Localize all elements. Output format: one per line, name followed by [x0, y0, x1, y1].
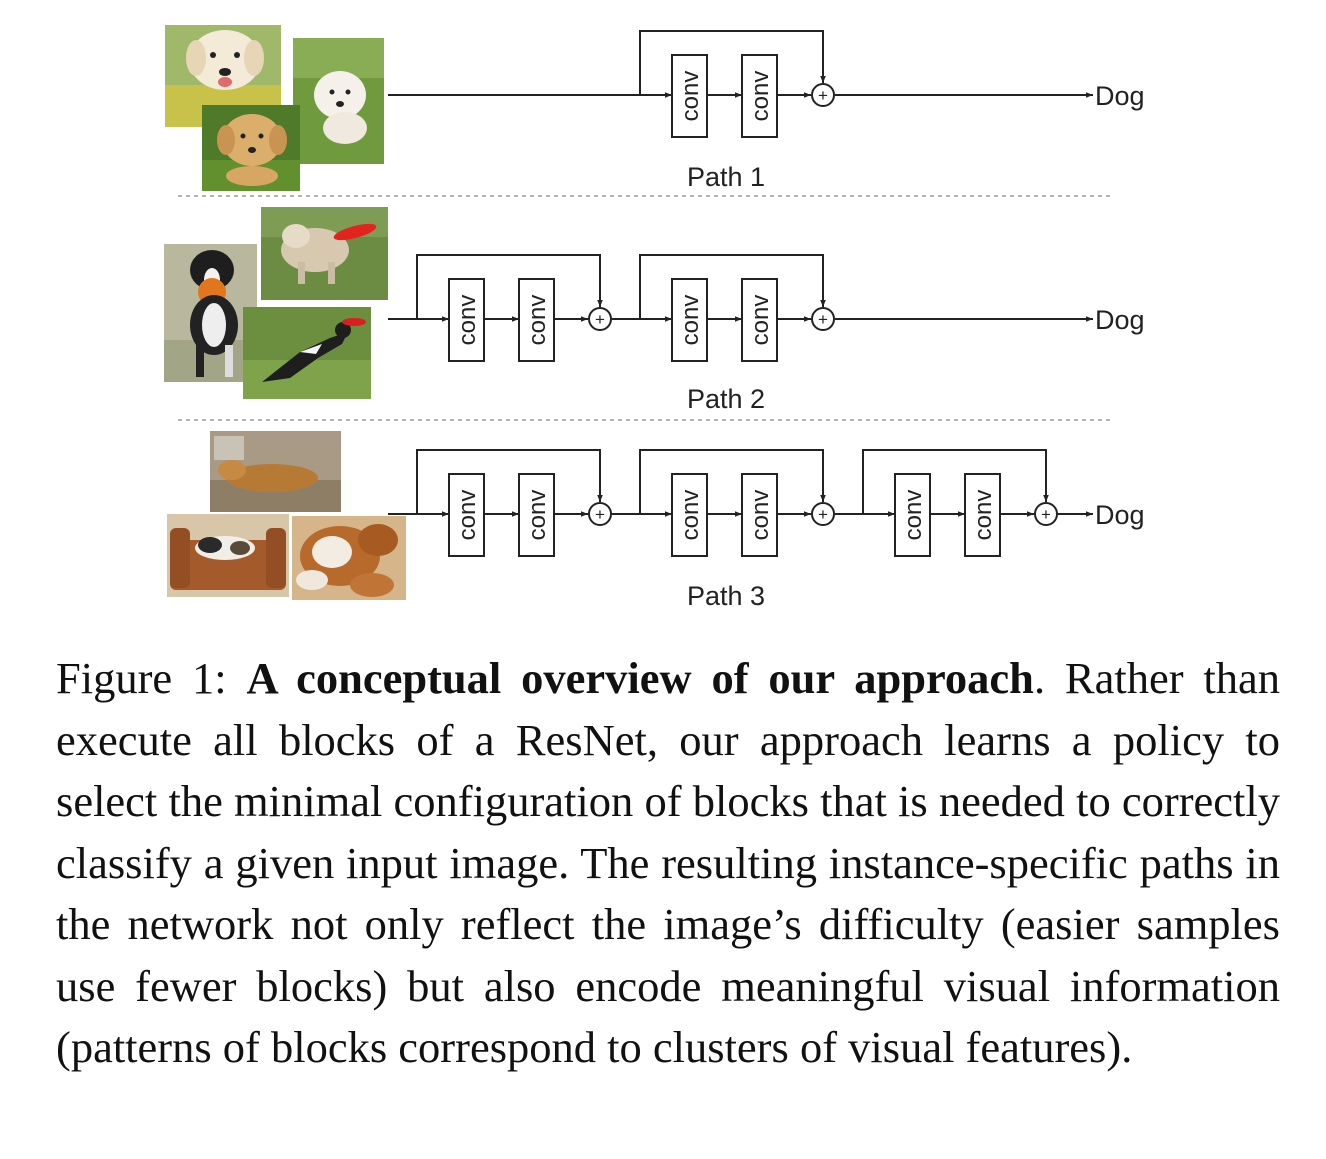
add-symbol: + — [595, 505, 605, 524]
dog-photo — [210, 431, 341, 512]
conv-block: conv — [894, 473, 931, 557]
output-label: Dog — [1095, 81, 1145, 111]
conv-label: conv — [900, 490, 927, 541]
add-circle — [811, 502, 835, 526]
add-node: + — [811, 83, 835, 107]
dog-photo — [293, 38, 384, 164]
caption-prefix: Figure 1: — [56, 653, 247, 703]
conv-label: conv — [524, 490, 551, 541]
dog-photo — [164, 244, 257, 382]
conv-box — [741, 278, 778, 362]
skip-connection — [416, 254, 603, 319]
skip-connection — [639, 30, 826, 95]
dog-photo — [292, 516, 406, 600]
conv-label: conv — [454, 295, 481, 346]
conv-box — [741, 473, 778, 557]
conv-block: conv — [741, 278, 778, 362]
add-node: + — [811, 502, 835, 526]
conv-label: conv — [747, 295, 774, 346]
conv-block: conv — [518, 278, 555, 362]
caption-bold-title: A conceptual overview of our approach — [246, 653, 1034, 703]
dog-photo — [243, 307, 371, 399]
add-node: + — [811, 307, 835, 331]
conv-box — [964, 473, 1001, 557]
dog-photo — [167, 514, 289, 597]
path-1-label: Path 1 — [687, 162, 765, 192]
conv-label: conv — [454, 490, 481, 541]
conv-block: conv — [671, 54, 708, 138]
add-circle — [811, 307, 835, 331]
dog-photo — [261, 207, 388, 300]
skip-connection — [639, 449, 826, 514]
conv-label: conv — [747, 71, 774, 122]
conv-label: conv — [747, 490, 774, 541]
dog-photo — [202, 105, 300, 191]
output-label: Dog — [1095, 500, 1145, 530]
skip-connection — [416, 449, 603, 514]
add-symbol: + — [818, 86, 828, 105]
path-3-pipeline: conv conv + conv conv + conv conv + Dog — [388, 449, 1145, 557]
conv-label: conv — [970, 490, 997, 541]
path-2-label: Path 2 — [687, 384, 765, 414]
conv-block: conv — [671, 473, 708, 557]
add-circle — [1034, 502, 1058, 526]
conv-block: conv — [964, 473, 1001, 557]
conv-label: conv — [677, 490, 704, 541]
add-symbol: + — [818, 505, 828, 524]
conv-block: conv — [448, 473, 485, 557]
add-circle — [811, 83, 835, 107]
add-circle — [588, 307, 612, 331]
path-2-pipeline: conv conv + conv conv + Dog — [388, 254, 1145, 362]
path-1-pipeline: conv conv + Dog — [388, 30, 1145, 138]
conv-label: conv — [677, 295, 704, 346]
conv-box — [741, 54, 778, 138]
conv-block: conv — [518, 473, 555, 557]
conv-label: conv — [524, 295, 551, 346]
add-node: + — [1034, 502, 1058, 526]
figure-caption: Figure 1: A conceptual overview of our a… — [56, 648, 1280, 1079]
add-circle — [588, 502, 612, 526]
conv-block: conv — [448, 278, 485, 362]
output-label: Dog — [1095, 305, 1145, 335]
path-2-image-group — [164, 207, 388, 399]
caption-body: . Rather than execute all blocks of a Re… — [56, 653, 1281, 1072]
add-symbol: + — [818, 310, 828, 329]
add-node: + — [588, 502, 612, 526]
path-3-image-group — [167, 431, 406, 600]
path-1-image-group — [165, 25, 384, 191]
add-node: + — [588, 307, 612, 331]
skip-connection — [639, 254, 826, 319]
path-3-label: Path 3 — [687, 581, 765, 611]
conv-box — [671, 473, 708, 557]
add-symbol: + — [1041, 505, 1051, 524]
conv-label: conv — [677, 71, 704, 122]
conv-box — [448, 278, 485, 362]
conv-block: conv — [671, 278, 708, 362]
conv-block: conv — [741, 473, 778, 557]
add-symbol: + — [595, 310, 605, 329]
skip-connection — [862, 449, 1049, 514]
conv-block: conv — [741, 54, 778, 138]
